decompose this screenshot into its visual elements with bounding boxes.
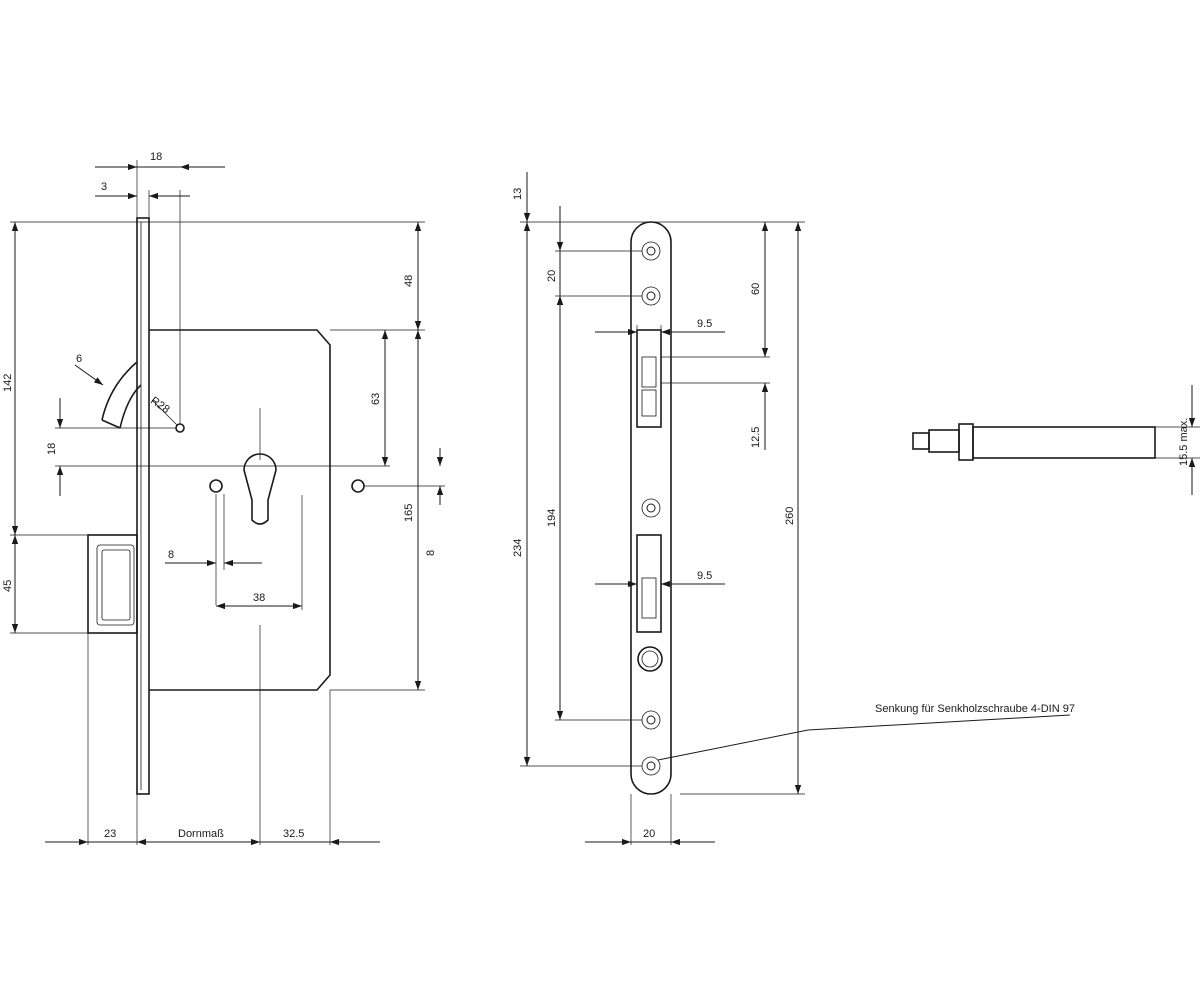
dim-165: 165 bbox=[403, 330, 422, 690]
dim-142: 142 bbox=[2, 222, 19, 535]
dim-60: 60 bbox=[750, 222, 769, 357]
dim-dornmass-label: Dornmaß bbox=[178, 828, 224, 840]
screw-hole-2 bbox=[641, 286, 661, 306]
dim-260-label: 260 bbox=[784, 507, 796, 525]
dim-63: 63 bbox=[370, 330, 389, 466]
dim-15-5-label: 15.5 max. bbox=[1178, 418, 1190, 466]
screw-hole-1 bbox=[641, 241, 661, 261]
dim-18-left: 18 bbox=[46, 398, 64, 496]
dim-20-top: 20 bbox=[546, 206, 564, 320]
dim-12-5: 12.5 bbox=[750, 383, 769, 450]
countersink-note: Senkung für Senkholzschraube 4-DIN 97 bbox=[657, 703, 1075, 761]
lock-case bbox=[149, 329, 331, 691]
dim-165-label: 165 bbox=[403, 504, 415, 522]
dim-9-5-mid: 9.5 bbox=[595, 570, 725, 588]
faceplate-view: 13 20 234 194 9.5 9.5 bbox=[512, 172, 1075, 846]
dim-32-5-label: 32.5 bbox=[283, 828, 304, 840]
dim-8-right: 8 bbox=[425, 448, 444, 556]
dim-194: 194 bbox=[546, 296, 564, 720]
dim-9-5-mid-label: 9.5 bbox=[697, 570, 712, 582]
dim-13: 13 bbox=[512, 172, 531, 222]
latch-bolt bbox=[87, 534, 138, 634]
dim-3-label: 3 bbox=[101, 181, 107, 193]
lower-bolt-opening bbox=[636, 534, 662, 633]
dim-18-left-label: 18 bbox=[46, 443, 58, 455]
dim-45: 45 bbox=[2, 535, 19, 633]
dim-63-label: 63 bbox=[370, 393, 382, 405]
pin-collar bbox=[958, 423, 974, 461]
pin-shaft bbox=[972, 426, 1156, 459]
dim-15-5: 15.5 max. bbox=[1178, 385, 1196, 495]
dim-234: 234 bbox=[512, 222, 531, 766]
screw-hole-4 bbox=[641, 710, 661, 730]
dim-194-label: 194 bbox=[546, 509, 558, 527]
dim-45-label: 45 bbox=[2, 580, 14, 592]
dim-6: 6 bbox=[74, 353, 104, 386]
screw-hole-5 bbox=[641, 756, 661, 776]
dim-8-right-label: 8 bbox=[425, 550, 437, 556]
dim-18-top: 18 bbox=[95, 151, 225, 171]
dim-3: 3 bbox=[95, 181, 190, 200]
dim-9-5-top: 9.5 bbox=[595, 318, 725, 336]
dim-234-label: 234 bbox=[512, 539, 524, 557]
cylinder-cutout bbox=[243, 453, 277, 525]
dim-20-top-label: 20 bbox=[546, 270, 558, 282]
pin-view: 15.5 max. bbox=[912, 385, 1200, 495]
dim-48: 48 bbox=[403, 222, 422, 330]
dim-20-bottom-label: 20 bbox=[643, 828, 655, 840]
dim-48-label: 48 bbox=[403, 275, 415, 287]
countersink-note-label: Senkung für Senkholzschraube 4-DIN 97 bbox=[875, 703, 1075, 715]
dim-260: 260 bbox=[784, 222, 802, 794]
dim-60-label: 60 bbox=[750, 283, 762, 295]
dim-13-label: 13 bbox=[512, 188, 524, 200]
dim-12-5-label: 12.5 bbox=[750, 427, 762, 448]
screw-hole-3 bbox=[641, 498, 661, 518]
pin-neck bbox=[928, 429, 960, 453]
dim-23-label: 23 bbox=[104, 828, 116, 840]
dim-18-top-label: 18 bbox=[150, 151, 162, 163]
dim-38: 38 bbox=[216, 592, 302, 610]
dim-8-bottom-label: 8 bbox=[168, 549, 174, 561]
dim-9-5-top-label: 9.5 bbox=[697, 318, 712, 330]
lock-body-view: 18 3 142 45 18 6 R28 bbox=[2, 151, 445, 846]
mount-hole-left bbox=[209, 479, 223, 493]
dim-bottom-row: 23 Dornmaß 32.5 bbox=[45, 828, 380, 846]
pin-tip bbox=[912, 432, 930, 450]
mount-hole-right bbox=[351, 479, 365, 493]
dim-38-label: 38 bbox=[253, 592, 265, 604]
lock-faceplate bbox=[136, 217, 150, 795]
round-hole bbox=[637, 646, 663, 672]
faceplate-outline bbox=[630, 221, 672, 795]
lever-arc bbox=[101, 361, 185, 433]
dim-20-bottom: 20 bbox=[585, 828, 715, 846]
dim-6-label: 6 bbox=[76, 353, 82, 365]
dim-r28-label: R28 bbox=[148, 395, 171, 416]
dim-8-bottom: 8 bbox=[165, 549, 262, 567]
upper-bolt-opening bbox=[636, 329, 662, 428]
dim-142-label: 142 bbox=[2, 374, 14, 392]
